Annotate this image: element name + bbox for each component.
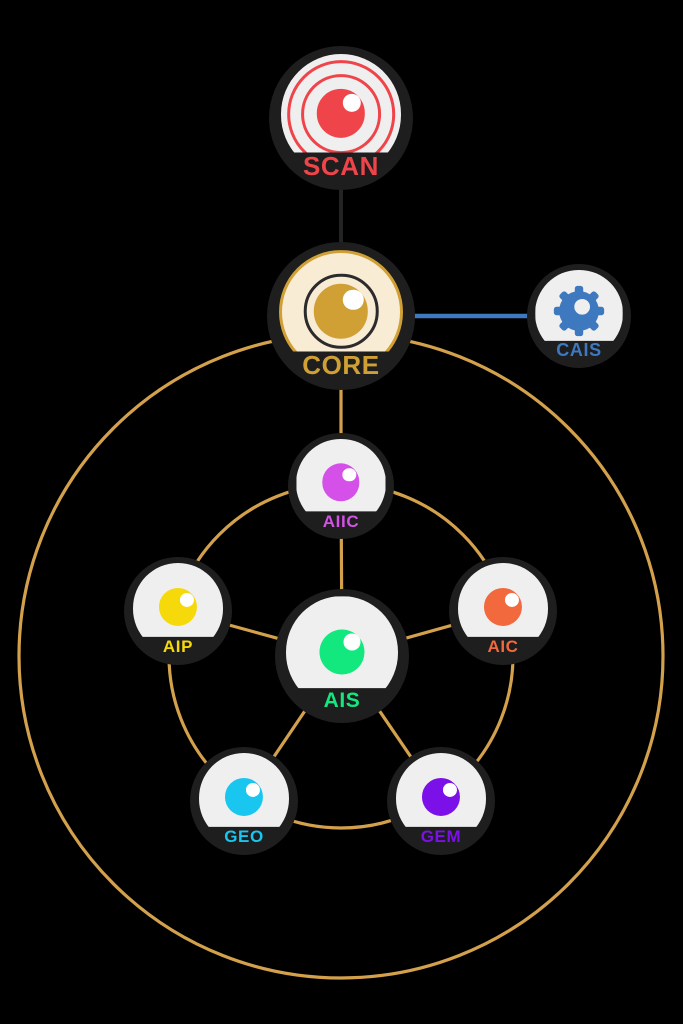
scan-eye-icon bbox=[316, 88, 366, 138]
core-eye-icon bbox=[313, 283, 369, 339]
gem-eye-icon bbox=[421, 778, 461, 817]
core-eye-outline-icon bbox=[303, 273, 379, 349]
cais-label: CAIS bbox=[556, 340, 602, 361]
ais-eye-icon bbox=[319, 628, 365, 675]
core-face bbox=[278, 250, 404, 352]
scan-eye-glint bbox=[342, 94, 361, 113]
cais-face bbox=[535, 269, 623, 341]
node-ais[interactable]: AIS bbox=[275, 589, 409, 723]
node-geo[interactable]: GEO bbox=[190, 747, 298, 855]
node-aic[interactable]: AIC bbox=[449, 557, 557, 665]
geo-eye-glint bbox=[245, 782, 260, 797]
ais-label: AIS bbox=[323, 688, 361, 712]
core-eye-glint bbox=[343, 289, 364, 310]
aiic-eye-glint bbox=[342, 467, 357, 482]
scan-radar-ring-inner-icon bbox=[301, 74, 381, 153]
geo-face bbox=[198, 752, 290, 827]
scan-label: SCAN bbox=[302, 150, 380, 181]
scan-face bbox=[280, 53, 402, 153]
aip-eye-icon bbox=[158, 588, 198, 627]
aip-face bbox=[132, 562, 224, 637]
gear-icon bbox=[553, 285, 605, 337]
aiic-label: AIIC bbox=[322, 511, 360, 531]
node-aiic[interactable]: AIIC bbox=[288, 433, 394, 539]
aip-label: AIP bbox=[162, 637, 194, 657]
aic-label: AIC bbox=[487, 637, 519, 657]
node-aip[interactable]: AIP bbox=[124, 557, 232, 665]
aic-face bbox=[457, 562, 549, 637]
aip-eye-glint bbox=[179, 592, 194, 607]
gem-eye-glint bbox=[442, 782, 457, 797]
aic-eye-icon bbox=[483, 588, 523, 627]
core-label: CORE bbox=[302, 350, 380, 381]
ais-eye-glint bbox=[343, 633, 361, 651]
ais-face bbox=[285, 596, 399, 689]
node-core[interactable]: CORE bbox=[267, 242, 415, 390]
node-gem[interactable]: GEM bbox=[387, 747, 495, 855]
geo-label: GEO bbox=[224, 827, 264, 847]
gem-label: GEM bbox=[420, 827, 462, 847]
node-cais[interactable]: CAIS bbox=[527, 264, 631, 368]
node-scan[interactable]: SCAN bbox=[269, 46, 413, 190]
aiic-face bbox=[296, 438, 386, 512]
aic-eye-glint bbox=[504, 592, 519, 607]
scan-radar-ring-outer-icon bbox=[287, 60, 395, 153]
aiic-eye-icon bbox=[322, 463, 360, 502]
gem-face bbox=[395, 752, 487, 827]
geo-eye-icon bbox=[224, 778, 264, 817]
